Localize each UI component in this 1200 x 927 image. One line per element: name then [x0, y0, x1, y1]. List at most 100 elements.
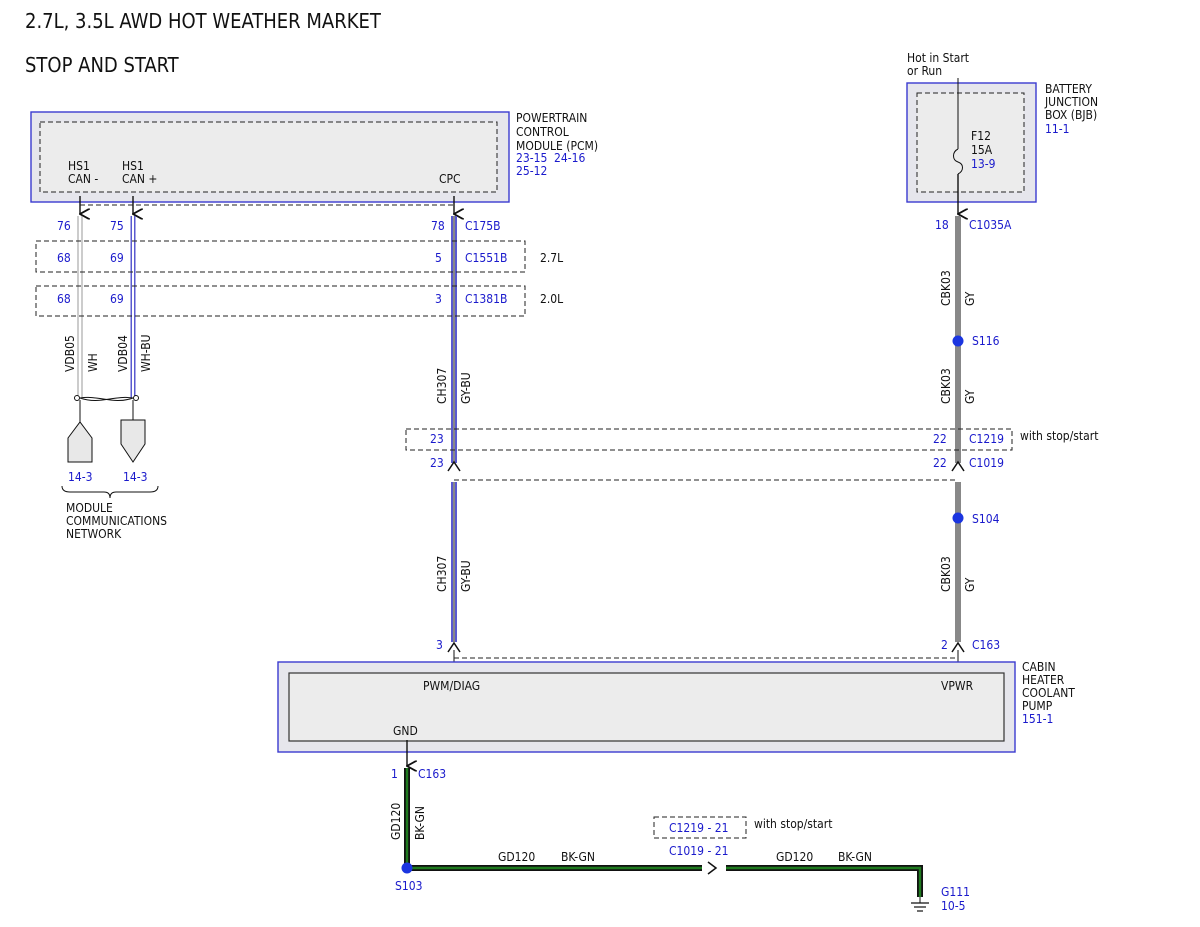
- c175b-pin-76: 76: [57, 219, 71, 233]
- fuse-icon: [953, 148, 963, 175]
- bjb-hot-label-1: Hot in Start: [907, 51, 969, 65]
- ground-inline-lower[interactable]: C1019 - 21: [669, 844, 729, 858]
- c163-pin-3: 3: [436, 638, 443, 652]
- ground-g111: G111 10-5: [911, 885, 970, 913]
- c163-top-name[interactable]: C163: [972, 638, 1000, 652]
- c1219-pin-left: 23: [430, 432, 444, 446]
- c1551b-pin-68: 68: [57, 251, 71, 265]
- c1381b-pin-69: 69: [110, 292, 124, 306]
- c175b-name[interactable]: C175B: [465, 219, 501, 233]
- wire-gd120-circuit-mid: GD120: [498, 850, 535, 864]
- wire-gd120-color-mid: BK-GN: [561, 850, 595, 864]
- pcm-ref-2[interactable]: 24-16: [554, 151, 585, 165]
- page-title: 2.7L, 3.5L AWD HOT WEATHER MARKET: [25, 9, 382, 33]
- c1381b-pin-3: 3: [435, 292, 442, 306]
- bjb-ref[interactable]: 11-1: [1045, 122, 1070, 136]
- network-ref-left[interactable]: 14-3: [68, 470, 93, 484]
- pcm-pin-hs1-minus-a: HS1: [68, 159, 90, 173]
- network-ref-right[interactable]: 14-3: [123, 470, 148, 484]
- bjb-fuse: F12: [971, 129, 991, 143]
- wire-cbk03-circuit-3: CBK03: [939, 556, 953, 592]
- wire-gd120-color-right: BK-GN: [838, 850, 872, 864]
- bjb-fuse-ref[interactable]: 13-9: [971, 157, 996, 171]
- can-wires: VDB05 WH VDB04 WH-BU: [63, 216, 153, 423]
- c1035a-pin: 18: [935, 218, 949, 232]
- pcm-pin-hs1-minus-b: CAN -: [68, 172, 98, 186]
- pcm-connector-rows: 76 75 78 C175B 68 69 5 C1551B 2.7L 68 69…: [35, 219, 563, 317]
- wire-gd120-color-vert: BK-GN: [413, 806, 427, 840]
- ground-inline-connector: C1219 - 21 with stop/start C1019 - 21: [653, 816, 832, 858]
- pump-pin-gnd: GND: [393, 724, 418, 738]
- c1219-pin-right: 22: [933, 432, 947, 446]
- bjb-name-3: BOX (BJB): [1045, 108, 1097, 122]
- wire-cbk03-circuit-2: CBK03: [939, 368, 953, 404]
- network-label-2: COMMUNICATIONS: [66, 514, 167, 528]
- bjb-name-2: JUNCTION: [1044, 95, 1098, 109]
- wire-vdb04-circuit: VDB04: [116, 335, 130, 372]
- c1381b-engine: 2.0L: [540, 292, 563, 306]
- pcm-ref-3[interactable]: 25-12: [516, 164, 547, 178]
- pcm-ref-1[interactable]: 23-15: [516, 151, 547, 165]
- pcm-pin-hs1-plus-b: CAN +: [122, 172, 157, 186]
- c1019-pin-right: 22: [933, 456, 947, 470]
- wire-ch307-circuit-upper: CH307: [435, 368, 449, 404]
- ground-g111-ref[interactable]: 10-5: [941, 899, 966, 913]
- splice-s116-dot: [952, 335, 964, 347]
- network-label-3: NETWORK: [66, 527, 122, 541]
- pcm-name-line3: MODULE (PCM): [516, 139, 598, 153]
- page-subtitle: STOP AND START: [25, 53, 180, 77]
- pump-ref[interactable]: 151-1: [1022, 712, 1053, 726]
- c163-top-connector: 3 2 C163: [436, 638, 1000, 674]
- c175b-pin-75: 75: [110, 219, 124, 233]
- wire-ch307-circuit-lower: CH307: [435, 556, 449, 592]
- c1551b-pin-69: 69: [110, 251, 124, 265]
- wire-vdb05-circuit: VDB05: [63, 335, 77, 372]
- wire-gd120-circuit-right: GD120: [776, 850, 813, 864]
- pump-name-2: HEATER: [1022, 673, 1065, 687]
- ground-inline-upper[interactable]: C1219 - 21: [669, 821, 729, 835]
- pcm-pin-hs1-plus-a: HS1: [122, 159, 144, 173]
- c1019-name[interactable]: C1019: [969, 456, 1004, 470]
- wire-cbk03-color-2: GY: [963, 389, 977, 404]
- wire-vdb04-color: WH-BU: [139, 334, 153, 372]
- c1551b-pin-5: 5: [435, 251, 442, 265]
- c1381b-name[interactable]: C1381B: [465, 292, 507, 306]
- ground-inline-note: with stop/start: [754, 817, 832, 831]
- c163-gnd-pin: 1: [391, 767, 398, 781]
- bjb-module: Hot in Start or Run BATTERY JUNCTION BOX…: [906, 51, 1098, 214]
- pump-name-4: PUMP: [1022, 699, 1053, 713]
- c1035a-name[interactable]: C1035A: [969, 218, 1012, 232]
- network-label-1: MODULE: [66, 501, 113, 515]
- wire-cbk03-color-3: GY: [963, 577, 977, 592]
- c163-pin-2: 2: [941, 638, 948, 652]
- wire-gd120-circuit-vert: GD120: [389, 803, 403, 840]
- bjb-name-1: BATTERY: [1045, 82, 1092, 96]
- splice-s103-label[interactable]: S103: [395, 879, 422, 893]
- wire-ch307-color-lower: GY-BU: [459, 560, 473, 592]
- wire-ch307-color-upper: GY-BU: [459, 372, 473, 404]
- splice-s116-label[interactable]: S116: [972, 334, 1000, 348]
- c1551b-name[interactable]: C1551B: [465, 251, 507, 265]
- c1219-name[interactable]: C1219: [969, 432, 1004, 446]
- wire-cbk03-circuit-1: CBK03: [939, 270, 953, 306]
- ground-g111-name[interactable]: G111: [941, 885, 970, 899]
- pcm-module: POWERTRAIN CONTROL MODULE (PCM) 23-15 24…: [30, 111, 598, 203]
- c175b-pin-78: 78: [431, 219, 445, 233]
- pcm-output-arrows: [80, 196, 454, 214]
- c1381b-pin-68: 68: [57, 292, 71, 306]
- pcm-pin-cpc: CPC: [439, 172, 461, 186]
- c1019-pin-left: 23: [430, 456, 444, 470]
- c1551b-engine: 2.7L: [540, 251, 563, 265]
- wire-vdb05-color: WH: [86, 353, 100, 372]
- pump-name-3: COOLANT: [1022, 686, 1075, 700]
- pump-pin-pwm: PWM/DIAG: [423, 679, 480, 693]
- c163-gnd-name[interactable]: C163: [418, 767, 446, 781]
- pump-pin-vpwr: VPWR: [941, 679, 974, 693]
- coolant-pump-module: PWM/DIAG VPWR GND CABIN HEATER COOLANT P…: [277, 660, 1075, 753]
- pcm-name-line2: CONTROL: [516, 125, 569, 139]
- bjb-hot-label-2: or Run: [907, 64, 942, 78]
- splice-s104-label[interactable]: S104: [972, 512, 1000, 526]
- bjb-fuse-rating: 15A: [971, 143, 993, 157]
- wire-cbk03-color-1: GY: [963, 291, 977, 306]
